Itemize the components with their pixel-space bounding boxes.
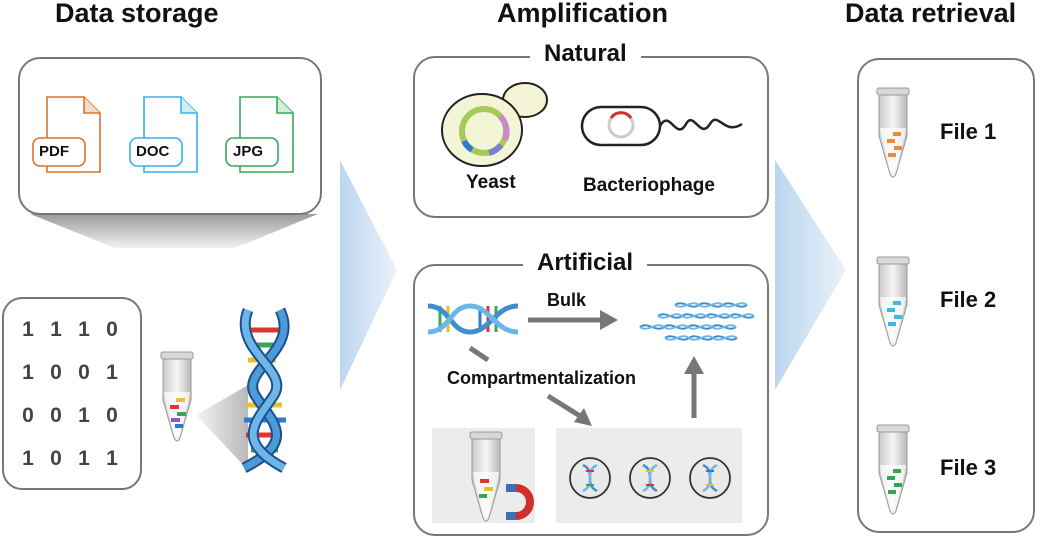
dna-helix-icon xyxy=(239,307,290,473)
compartmentalization-label: Compartmentalization xyxy=(445,368,639,389)
natural-title: Natural xyxy=(530,40,641,68)
bulk-label: Bulk xyxy=(547,290,587,310)
file-label-jpg: JPG xyxy=(233,143,264,160)
retrieval-file-3-label: File 3 xyxy=(940,455,997,480)
yeast-label: Yeast xyxy=(466,172,516,193)
storage-funnel xyxy=(30,214,318,248)
file-panel xyxy=(18,57,322,215)
file-label-pdf: PDF xyxy=(39,143,69,160)
arrow-storage-to-amplification xyxy=(340,160,397,390)
file-label-doc: DOC xyxy=(136,143,170,160)
bacteriophage-label: Bacteriophage xyxy=(583,175,715,196)
artificial-title: Artificial xyxy=(523,249,648,277)
heading-data-retrieval: Data retrieval xyxy=(845,0,1017,28)
artificial-panel xyxy=(413,264,769,536)
heading-amplification: Amplification xyxy=(497,0,669,28)
arrow-amplification-to-retrieval xyxy=(775,160,846,390)
retrieval-file-2-label: File 2 xyxy=(940,287,997,312)
heading-data-storage: Data storage xyxy=(55,0,219,28)
dna-callout xyxy=(196,385,248,470)
binary-panel xyxy=(2,297,142,490)
storage-tube xyxy=(160,351,194,442)
retrieval-file-1-label: File 1 xyxy=(940,119,997,144)
